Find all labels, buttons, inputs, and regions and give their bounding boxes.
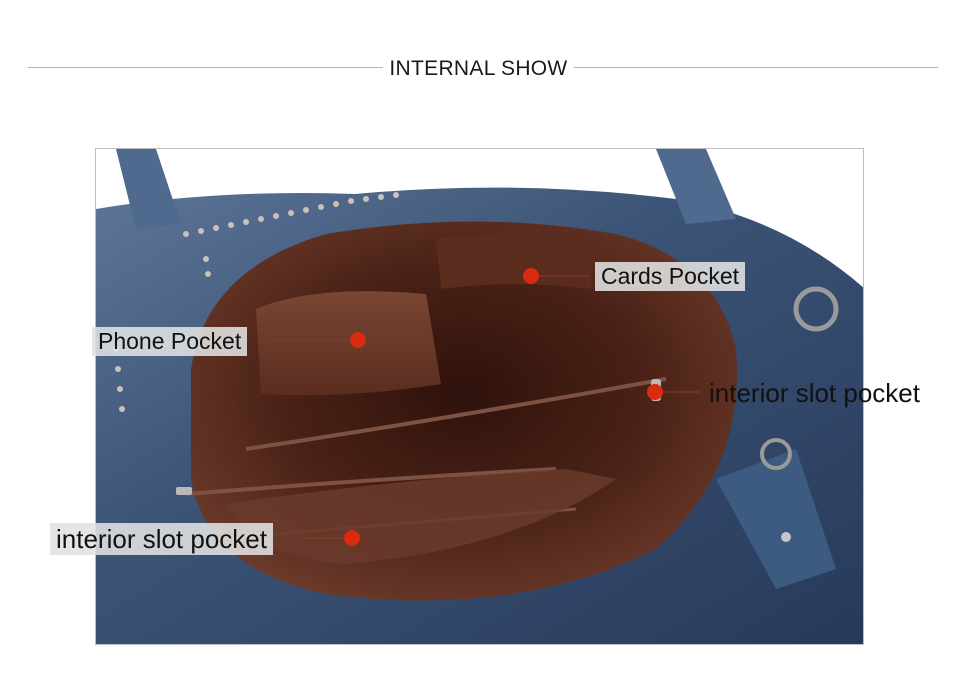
zipper-right bbox=[245, 377, 667, 451]
phone-pocket bbox=[256, 291, 441, 396]
zipper-lower bbox=[185, 467, 557, 496]
left-strap bbox=[116, 149, 181, 229]
callout-phone-pocket: Phone Pocket bbox=[92, 327, 248, 356]
callout-interior-slot-pocket-right: interior slot pocket bbox=[709, 378, 920, 408]
callout-cards-pocket: Cards Pocket bbox=[595, 262, 746, 291]
cards-pocket bbox=[436, 233, 596, 289]
side-strap bbox=[716, 449, 836, 589]
ring-right bbox=[793, 286, 839, 332]
bag-interior-illustration bbox=[96, 149, 863, 644]
product-photo bbox=[95, 148, 864, 645]
section-title: INTERNAL SHOW bbox=[389, 57, 568, 80]
lower-pocket bbox=[226, 469, 616, 564]
header-rule-left bbox=[28, 67, 383, 68]
zipper-pull-left bbox=[176, 487, 192, 495]
callout-interior-slot-pocket-left: interior slot pocket bbox=[50, 523, 273, 555]
right-strap bbox=[656, 149, 736, 224]
zipper-pull-right bbox=[651, 379, 661, 401]
ring-right-lower bbox=[760, 438, 792, 470]
header-rule-right bbox=[574, 67, 938, 68]
